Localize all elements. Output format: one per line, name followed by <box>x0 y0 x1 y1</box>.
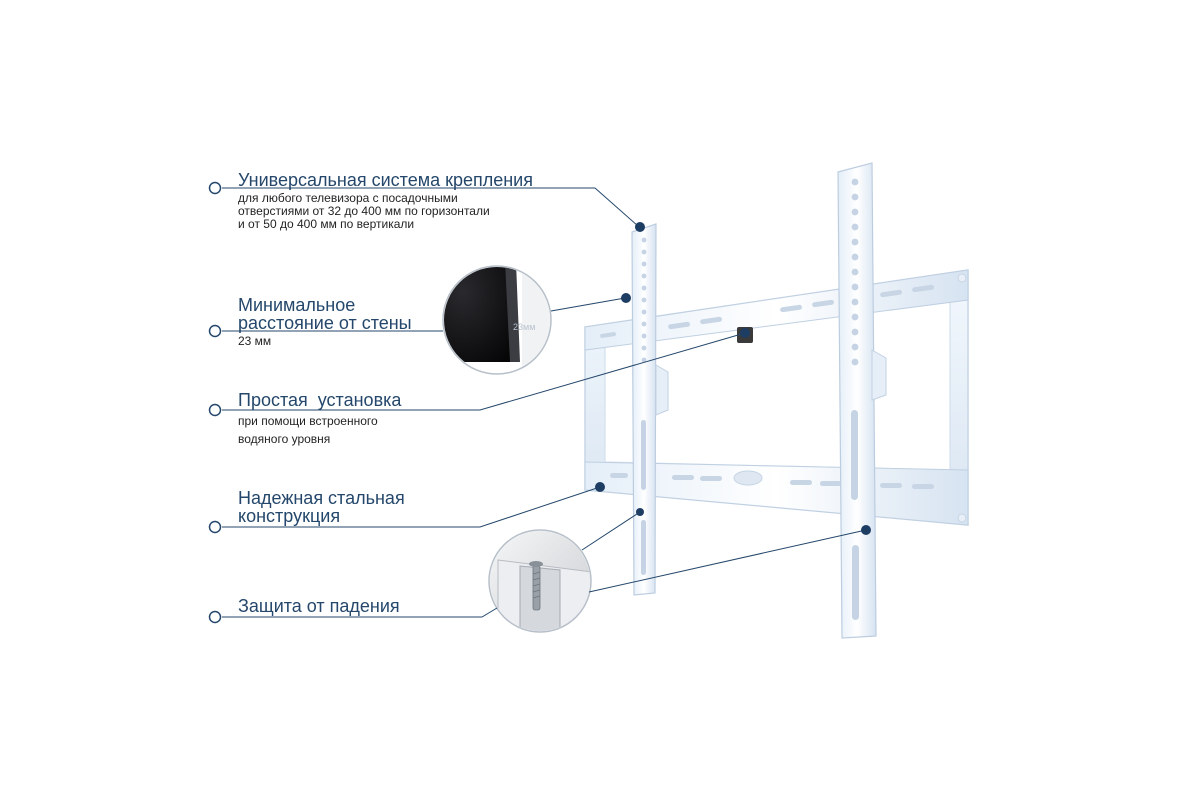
target-dot-2 <box>621 293 631 303</box>
callout-line-5b <box>588 529 867 593</box>
feature-title: Защита от падения <box>238 596 400 616</box>
fall-protection-inset <box>488 529 592 633</box>
target-dot-3 <box>740 328 750 338</box>
callout-lines <box>222 187 867 618</box>
marker-ring-2 <box>208 324 222 338</box>
feature-steel-construction: Надежная стальная конструкция <box>238 489 405 525</box>
marker-ring-1 <box>208 181 222 195</box>
feature-description: при помощи встроенного водяного уровня <box>238 414 378 446</box>
callout-line-3 <box>222 332 746 411</box>
target-dot-5 <box>861 525 871 535</box>
marker-ring-4 <box>208 520 222 534</box>
callout-line-4b <box>581 511 641 551</box>
marker-ring-3 <box>208 403 222 417</box>
feature-min-distance: Минимальное расстояние от стены 23 мм <box>238 296 412 348</box>
callout-line-4 <box>222 486 601 528</box>
feature-universal-mount: Универсальная система крепления для любо… <box>238 171 533 231</box>
feature-title: Простая установка <box>238 390 402 410</box>
feature-fall-protection: Защита от падения <box>238 597 400 615</box>
feature-description: для любого телевизора с посадочными отве… <box>238 191 490 231</box>
marker-ring-5 <box>208 610 222 624</box>
target-dot-1 <box>635 222 645 232</box>
feature-easy-install: Простая установка при помощи встроенного… <box>238 391 401 448</box>
right-vertical-arm <box>837 162 887 639</box>
wall-distance-inset <box>442 265 552 375</box>
feature-title: Надежная стальная конструкция <box>238 488 405 526</box>
left-vertical-arm <box>631 223 669 596</box>
feature-title: Минимальное расстояние от стены <box>238 295 412 333</box>
feature-description: 23 мм <box>238 334 272 348</box>
callout-line-2b <box>550 297 626 312</box>
callout-line-1 <box>222 187 639 227</box>
inset-distance-label: 23мм <box>513 322 536 332</box>
target-dot-4b <box>636 508 644 516</box>
feature-title: Универсальная система крепления <box>238 170 533 190</box>
callout-line-5 <box>222 607 498 618</box>
target-dot-4 <box>595 482 605 492</box>
